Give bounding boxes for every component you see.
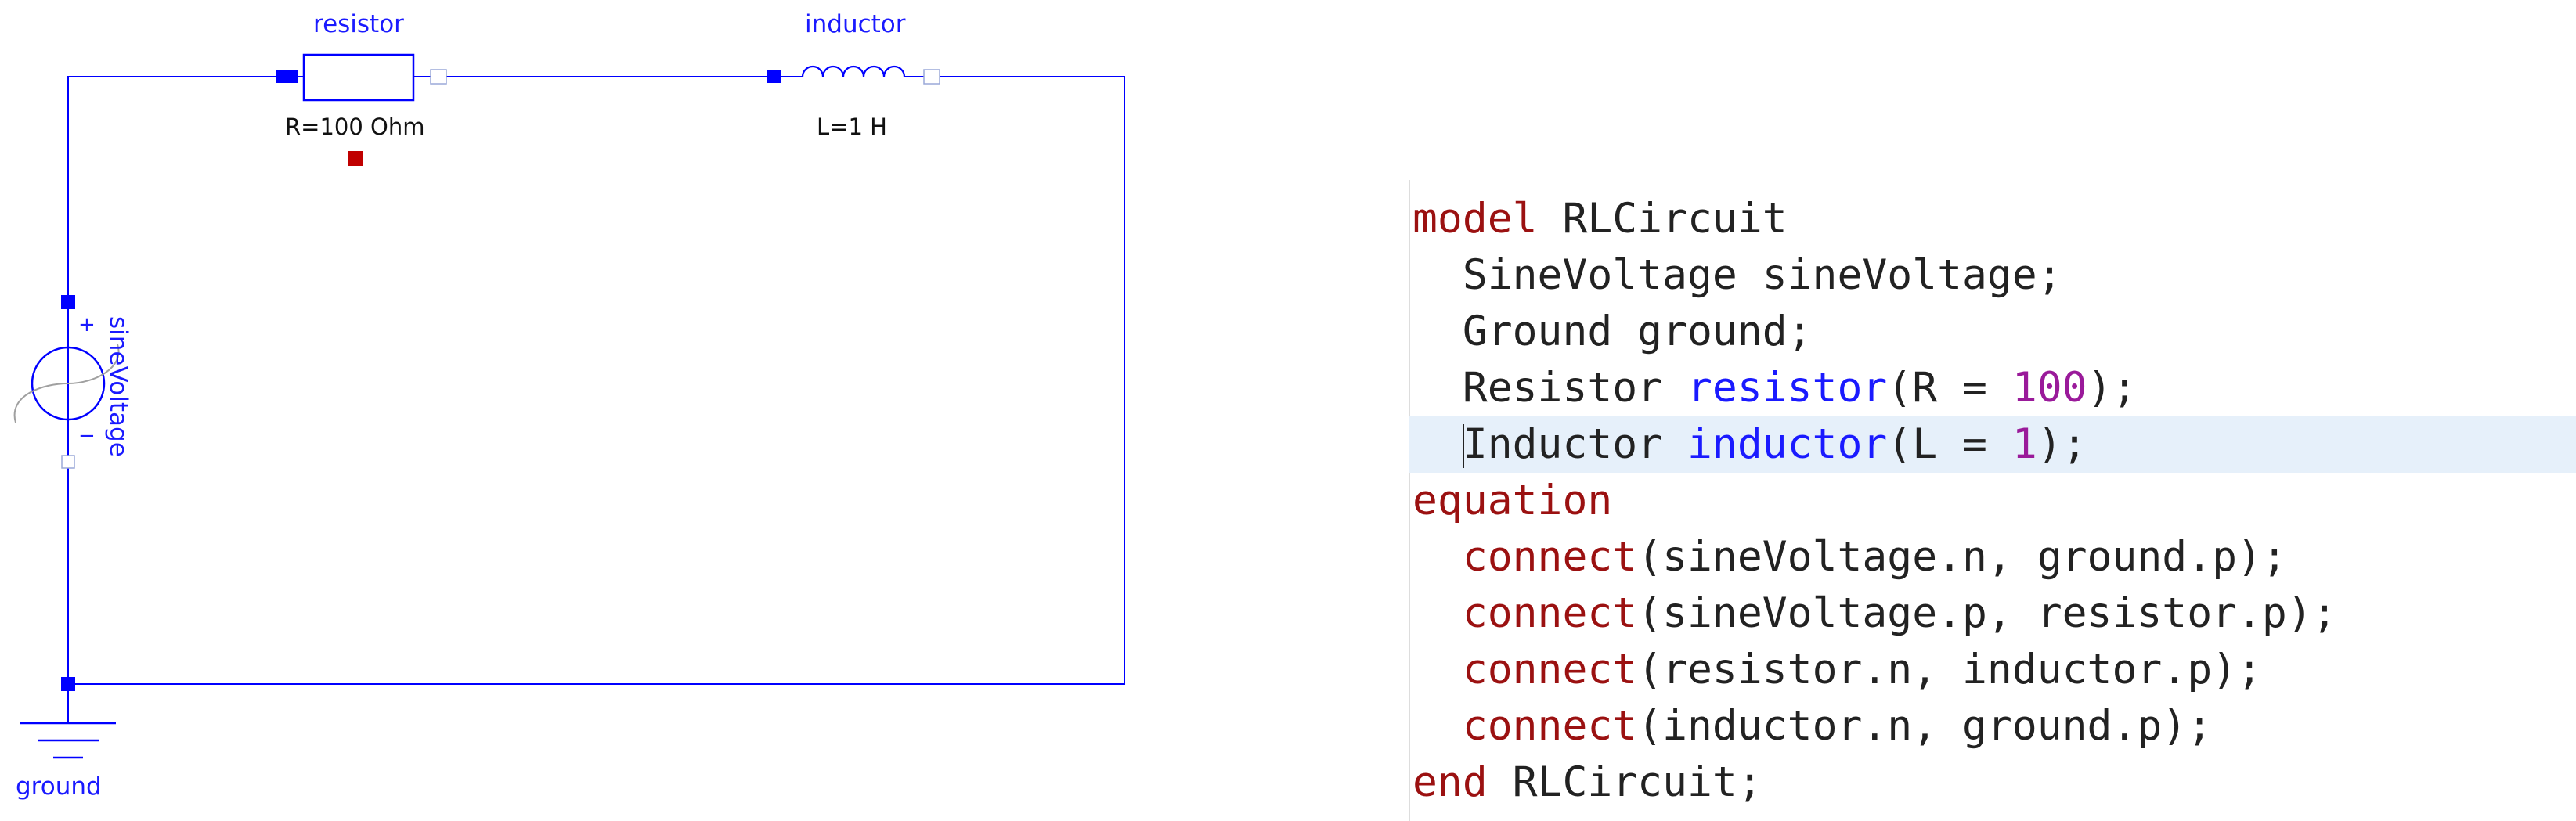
code-text: );: [2037, 420, 2087, 468]
source-minus-label: −: [78, 424, 96, 448]
ground-symbol[interactable]: [20, 677, 116, 759]
inductor-port-n[interactable]: [923, 69, 940, 85]
code-text: [1412, 702, 1463, 750]
sine-wave-icon: [13, 344, 120, 423]
code-text: (sineVoltage.p, resistor.p);: [1637, 589, 2337, 637]
code-identifier: inductor: [1687, 420, 1888, 468]
code-line[interactable]: Resistor resistor(R = 100);: [1409, 360, 2576, 416]
code-line[interactable]: connect(sineVoltage.n, ground.p);: [1409, 529, 2576, 585]
resistor-symbol[interactable]: [276, 53, 447, 166]
sine-voltage-symbol[interactable]: [13, 295, 120, 469]
code-keyword: connect: [1462, 702, 1638, 750]
code-text: (sineVoltage.n, ground.p);: [1637, 533, 2287, 581]
resistor-port-n[interactable]: [430, 69, 447, 85]
code-text: );: [2087, 364, 2138, 412]
code-keyword: equation: [1412, 477, 1613, 524]
code-keyword: connect: [1462, 589, 1638, 637]
code-keyword: end: [1412, 758, 1488, 806]
inductor-name-label: inductor: [805, 10, 906, 38]
code-text: Resistor: [1412, 364, 1687, 412]
code-line[interactable]: Ground ground;: [1409, 304, 2576, 360]
code-line[interactable]: model RLCircuit: [1409, 191, 2576, 247]
code-number: 1: [2011, 420, 2037, 468]
code-text: [1412, 533, 1463, 581]
code-line[interactable]: end RLCircuit;: [1409, 754, 2576, 811]
resistor-param-label: R=100 Ohm: [285, 113, 425, 140]
code-text: Inductor: [1462, 420, 1688, 468]
wire-source-to-resistor[interactable]: [67, 76, 276, 301]
wires: [67, 76, 1125, 685]
code-text: [1412, 589, 1463, 637]
code-text: Ground ground;: [1412, 308, 1813, 355]
code-line[interactable]: connect(inductor.n, ground.p);: [1409, 698, 2576, 754]
circuit-diagram: resistor R=100 Ohm inductor L=1 H ground…: [0, 0, 1159, 821]
code-keyword: connect: [1462, 646, 1638, 693]
resistor-name-label: resistor: [313, 10, 404, 38]
code-keyword: model: [1412, 195, 1538, 243]
sine-voltage-name-label: sineVoltage: [104, 316, 132, 457]
code-line[interactable]: equation: [1409, 473, 2576, 529]
code-identifier: resistor: [1687, 364, 1888, 412]
code-editor[interactable]: model RLCircuit SineVoltage sineVoltage;…: [1409, 180, 2576, 821]
code-line[interactable]: SineVoltage sineVoltage;: [1409, 247, 2576, 304]
wire-inductor-to-ground[interactable]: [68, 76, 1125, 685]
code-text: (R =: [1887, 364, 2012, 412]
code-text: (L =: [1887, 420, 2012, 468]
source-plus-label: +: [78, 313, 96, 337]
code-text: RLCircuit;: [1487, 758, 1762, 806]
inductor-symbol[interactable]: [767, 65, 940, 85]
code-text: [1412, 646, 1463, 693]
code-text: [1412, 420, 1463, 468]
source-port-p[interactable]: [61, 295, 75, 309]
editor-gutter-divider: [1409, 180, 1410, 821]
code-line[interactable]: connect(resistor.n, inductor.p);: [1409, 642, 2576, 698]
code-text: (resistor.n, inductor.p);: [1637, 646, 2262, 693]
code-text: SineVoltage sineVoltage;: [1412, 251, 2062, 299]
code-keyword: connect: [1462, 533, 1638, 581]
circuit-canvas: [13, 53, 1125, 759]
text-caret: [1462, 424, 1464, 469]
inductor-param-label: L=1 H: [817, 113, 887, 140]
resistor-heat-port[interactable]: [348, 151, 363, 166]
ground-name-label: ground: [16, 772, 102, 801]
code-line[interactable]: connect(sineVoltage.p, resistor.p);: [1409, 585, 2576, 642]
source-port-n[interactable]: [61, 455, 75, 469]
code-line[interactable]: Inductor inductor(L = 1);: [1409, 416, 2576, 473]
code-text: (inductor.n, ground.p);: [1637, 702, 2213, 750]
code-text: RLCircuit: [1537, 195, 1788, 243]
code-number: 100: [2011, 364, 2087, 412]
